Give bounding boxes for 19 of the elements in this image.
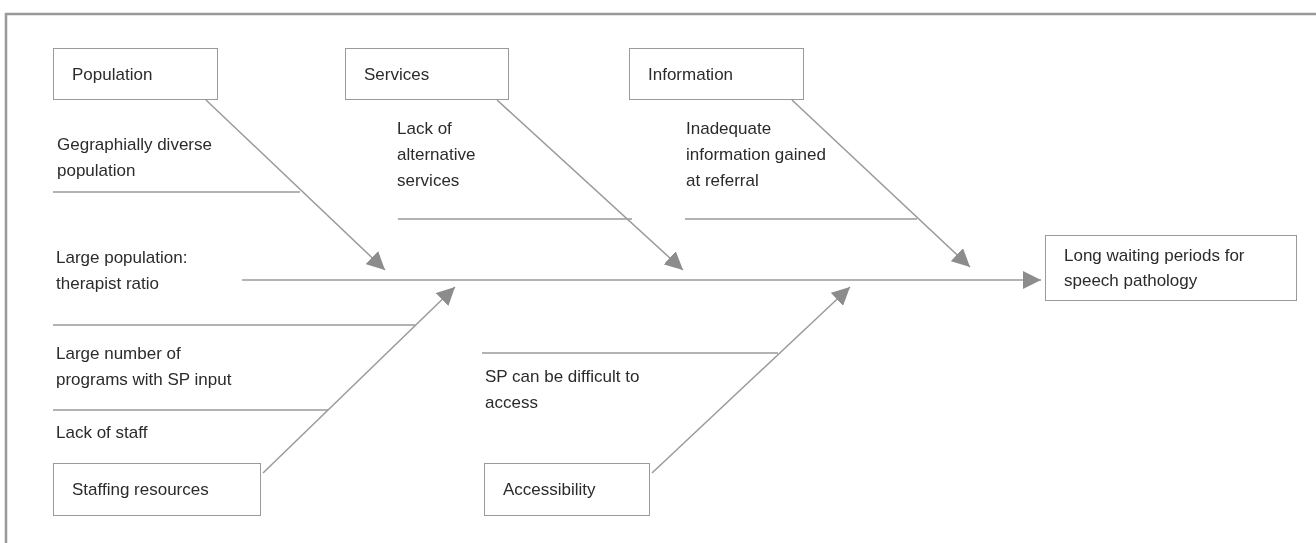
bone-arrow xyxy=(651,286,851,474)
effect-box: Long waiting periods for speech pathology xyxy=(1045,235,1297,301)
bone-arrow xyxy=(205,99,386,271)
cause-text: Large number of programs with SP input xyxy=(56,343,233,391)
category-box: Information xyxy=(629,48,804,100)
cause-text: Lack of alternative services xyxy=(397,118,477,192)
bone-arrow xyxy=(791,99,971,268)
category-box: Services xyxy=(345,48,509,100)
bone-arrow xyxy=(262,286,456,474)
category-box: Staffing resources xyxy=(53,463,261,516)
cause-text: Large population: therapist ratio xyxy=(56,247,189,295)
cause-text: Lack of staff xyxy=(56,422,149,444)
category-box: Accessibility xyxy=(484,463,650,516)
spine-arrow xyxy=(241,271,1042,289)
cause-text: Gegraphially diverse population xyxy=(57,134,213,182)
cause-text: Inadequate information gained at referral xyxy=(686,118,827,192)
cause-text: SP can be difficult to access xyxy=(485,366,641,414)
category-box: Population xyxy=(53,48,218,100)
bone-arrow xyxy=(496,99,684,271)
